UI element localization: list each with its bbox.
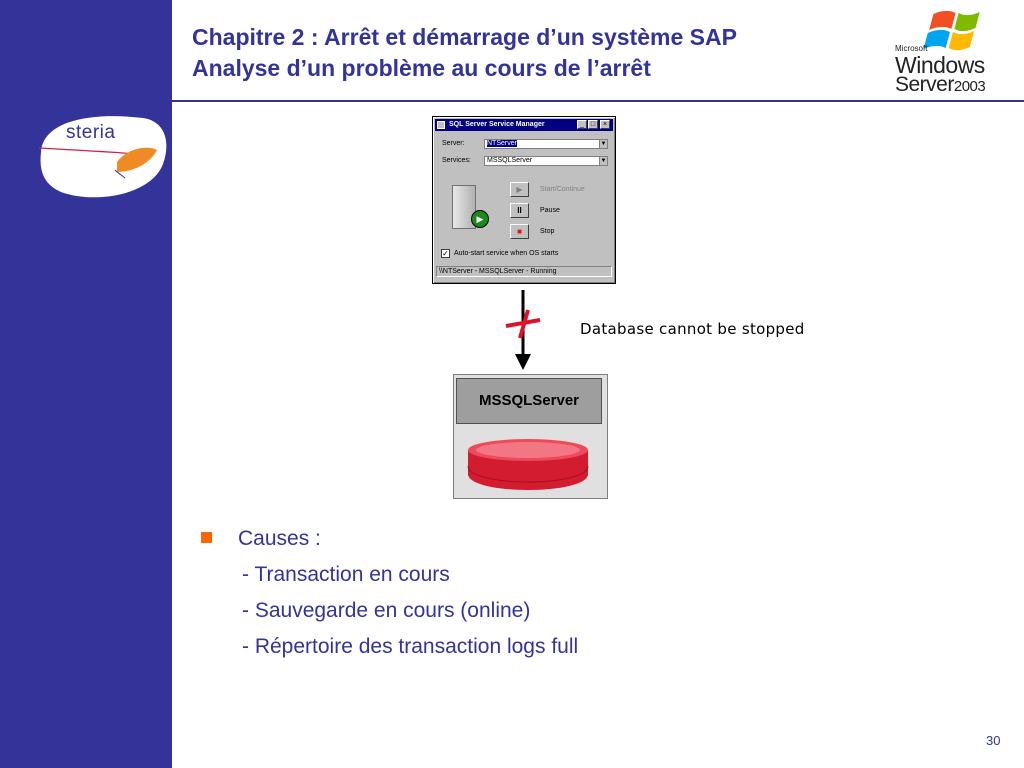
maximize-button[interactable]: □ (588, 120, 598, 129)
server-combo[interactable]: NTServer (484, 139, 601, 149)
title-divider (172, 100, 1024, 102)
server-year: 2003 (953, 78, 986, 95)
windows-wordmark: Windows (895, 52, 985, 78)
title-line-2: Analyse d’un problème au cours de l’arrê… (192, 55, 651, 81)
close-button[interactable]: × (600, 120, 610, 129)
minimize-button[interactable]: _ (577, 120, 587, 129)
pause-button[interactable]: II (510, 203, 529, 218)
database-disk-icon (467, 439, 589, 490)
blocked-arrow-icon (505, 290, 541, 370)
steria-logo-shape (38, 116, 167, 198)
dialog-titlebar[interactable]: SQL Server Service Manager _ □ × (435, 119, 613, 131)
slide-title: Chapitre 2 : Arrêt et démarrage d’un sys… (192, 22, 872, 84)
dialog-title: SQL Server Service Manager (449, 121, 545, 128)
causes-heading: Causes : (238, 527, 321, 550)
autostart-checkbox[interactable]: ✓ (441, 249, 450, 258)
server-dropdown-icon[interactable]: ▼ (599, 139, 608, 149)
running-status-icon: ▶ (471, 210, 489, 228)
start-continue-button[interactable]: ▶ (510, 182, 529, 197)
autostart-label: Auto-start service when OS starts (454, 250, 559, 257)
pause-label: Pause (540, 207, 560, 214)
bullet-square-icon (201, 532, 212, 543)
cause-item: - Répertoire des transaction logs full (242, 635, 579, 658)
stop-failure-note: Database cannot be stopped (580, 320, 805, 338)
stop-button[interactable]: ■ (510, 224, 529, 239)
title-line-1: Chapitre 2 : Arrêt et démarrage d’un sys… (192, 24, 737, 50)
windows-flag-icon (923, 10, 980, 51)
services-label: Services: (442, 157, 471, 164)
server-label: Server: (442, 140, 465, 147)
dialog-status-bar: \\NTServer - MSSQLServer - Running (436, 266, 612, 277)
cause-item: - Transaction en cours (242, 563, 450, 586)
page-number: 30 (986, 733, 1001, 748)
steria-logo-text: steria (66, 122, 116, 143)
start-continue-label: Start/Continue (540, 186, 585, 193)
services-value: MSSQLServer (487, 157, 533, 164)
services-dropdown-icon[interactable]: ▼ (599, 156, 608, 166)
server-wordmark: Server2003 (895, 73, 986, 97)
server-value: NTServer (487, 140, 517, 147)
microsoft-wordmark: Microsoft (895, 44, 928, 53)
mssql-server-label: MSSQLServer (478, 392, 580, 409)
mssql-server-header (456, 378, 602, 424)
cause-item: - Sauvegarde en cours (online) (242, 599, 531, 622)
stop-label: Stop (540, 228, 555, 235)
app-icon (437, 121, 445, 129)
server-word: Server (895, 73, 954, 96)
services-combo[interactable]: MSSQLServer (484, 156, 601, 166)
